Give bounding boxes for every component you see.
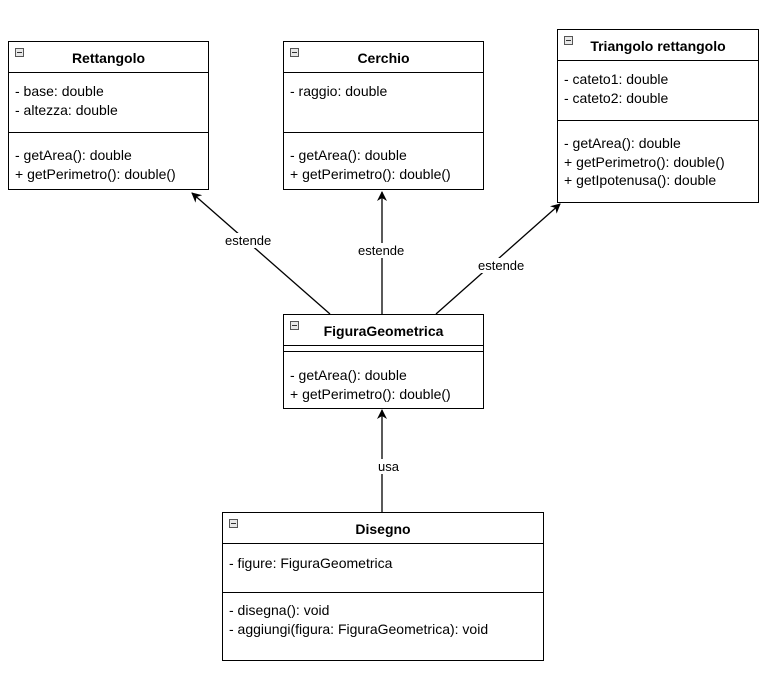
class-name: Cerchio: [357, 50, 410, 66]
collapse-icon[interactable]: [290, 321, 299, 330]
divider: [284, 132, 483, 133]
collapse-icon[interactable]: [15, 48, 24, 57]
divider: [9, 132, 208, 133]
attributes-section: - cateto1: double - cateto2: double: [564, 70, 754, 107]
method: + getPerimetro(): double(): [290, 165, 451, 182]
attribute: - cateto2: double: [564, 89, 669, 106]
method: - disegna(): void: [229, 602, 330, 618]
attribute: - figure: FiguraGeometrica: [229, 555, 393, 571]
class-triangolo-rettangolo[interactable]: Triangolo rettangolo - cateto1: double -…: [557, 29, 759, 203]
method: - getArea(): double: [290, 367, 407, 383]
divider: [558, 60, 758, 61]
collapse-icon[interactable]: [564, 36, 573, 45]
method: + getPerimetro(): double(): [290, 385, 451, 402]
methods-section: - getArea(): double + getPerimetro(): do…: [564, 134, 754, 190]
method: + getPerimetro(): double(): [564, 153, 725, 170]
class-header: Disegno: [223, 513, 543, 543]
class-figura-geometrica[interactable]: FiguraGeometrica - getArea(): double + g…: [283, 314, 484, 409]
divider: [9, 72, 208, 73]
class-header: FiguraGeometrica: [284, 315, 483, 345]
attributes-section: - base: double - altezza: double: [15, 82, 204, 119]
divider: [558, 120, 758, 121]
class-cerchio[interactable]: Cerchio - raggio: double - getArea(): do…: [283, 41, 484, 190]
methods-section: - getArea(): double + getPerimetro(): do…: [290, 146, 479, 183]
attribute: - altezza: double: [15, 101, 118, 118]
class-header: Rettangolo: [9, 42, 208, 72]
attribute: - cateto1: double: [564, 71, 669, 87]
class-header: Triangolo rettangolo: [558, 30, 758, 60]
class-name: Triangolo rettangolo: [590, 38, 726, 54]
class-rettangolo[interactable]: Rettangolo - base: double - altezza: dou…: [8, 41, 209, 190]
attributes-section: - figure: FiguraGeometrica: [229, 554, 539, 573]
class-name: FiguraGeometrica: [323, 323, 444, 339]
method: - getArea(): double: [564, 135, 681, 151]
method: + getPerimetro(): double(): [15, 165, 176, 182]
attribute: - base: double: [15, 83, 104, 99]
label-usa: usa: [377, 459, 400, 474]
method: - aggiungi(figura: FiguraGeometrica): vo…: [229, 620, 489, 637]
class-name: Rettangolo: [71, 50, 146, 66]
divider: [223, 543, 543, 544]
divider: [284, 72, 483, 73]
method: - getArea(): double: [290, 147, 407, 163]
class-disegno[interactable]: Disegno - figure: FiguraGeometrica - dis…: [222, 512, 544, 661]
methods-section: - getArea(): double + getPerimetro(): do…: [290, 366, 479, 403]
label-estende-triangolo: estende: [477, 258, 526, 273]
divider: [223, 592, 543, 593]
attribute: - raggio: double: [290, 83, 388, 99]
divider: [284, 345, 483, 346]
divider: [284, 351, 483, 352]
methods-section: - getArea(): double + getPerimetro(): do…: [15, 146, 204, 183]
method: + getIpotenusa(): double: [564, 172, 717, 188]
class-name: Disegno: [355, 521, 411, 537]
collapse-icon[interactable]: [290, 48, 299, 57]
label-estende-cerchio: estende: [357, 243, 406, 258]
class-header: Cerchio: [284, 42, 483, 72]
collapse-icon[interactable]: [229, 519, 238, 528]
edge-figura-rettangolo: [191, 192, 331, 315]
methods-section: - disegna(): void - aggiungi(figura: Fig…: [229, 601, 539, 638]
label-estende-rettangolo: estende: [224, 233, 273, 248]
attributes-section: - raggio: double: [290, 82, 479, 101]
method: - getArea(): double: [15, 147, 132, 163]
